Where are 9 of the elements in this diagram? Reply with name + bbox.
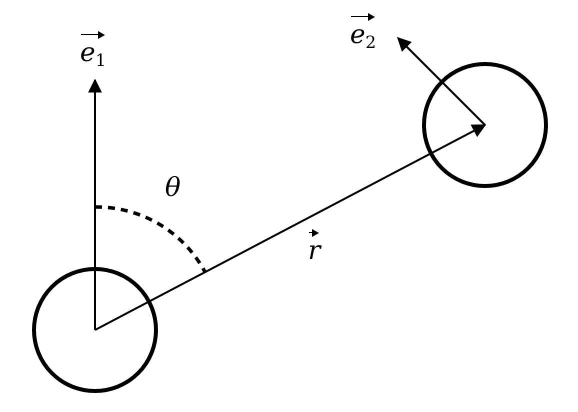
vector-label: e$_{2}$: [350, 14, 376, 51]
vector-label: e$_{1}$: [80, 32, 106, 69]
vector-label: r: [308, 230, 320, 264]
angle-label: θ: [165, 175, 181, 201]
vector-arrow: [88, 78, 102, 330]
vector-arrow: [94, 124, 486, 331]
vector-arrow: [397, 37, 486, 126]
circle: [32, 267, 158, 393]
circle: [422, 62, 548, 188]
